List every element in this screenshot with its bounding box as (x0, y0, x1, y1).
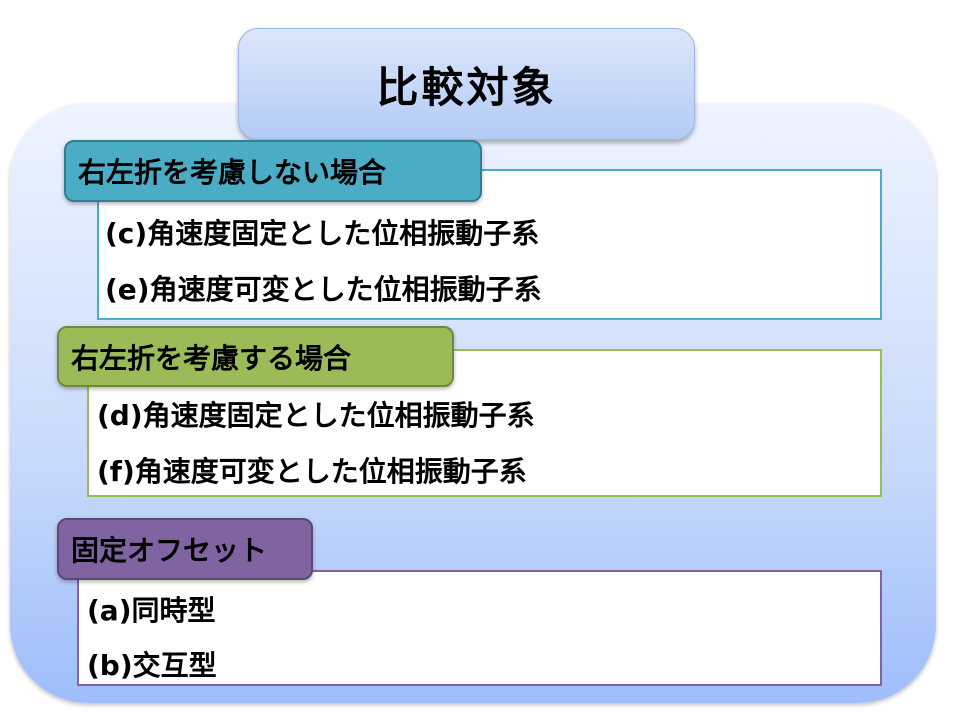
section-label-text: 右左折を考慮しない場合 (78, 156, 387, 189)
section-box-with-turn (87, 349, 882, 497)
section-label-text: 固定オフセット (71, 534, 268, 567)
list-item: (b)交互型 (87, 649, 217, 682)
section-label-text: 右左折を考慮する場合 (71, 341, 352, 375)
list-item: (e)角速度可変とした位相振動子系 (105, 273, 542, 306)
list-item: (c)角速度固定とした位相振動子系 (105, 217, 540, 250)
list-item: (a)同時型 (87, 594, 216, 627)
section-box-fixed-offset (77, 570, 882, 686)
slide-title: 比較対象 (376, 62, 557, 112)
list-item: (f)角速度可変とした位相振動子系 (97, 455, 527, 488)
section-label-fixed-offset: 固定オフセット (57, 518, 313, 580)
section-label-with-turn: 右左折を考慮する場合 (57, 326, 454, 387)
title-box: 比較対象 (238, 28, 695, 140)
section-label-no-turn: 右左折を考慮しない場合 (64, 140, 482, 202)
list-item: (d)角速度固定とした位相振動子系 (97, 399, 535, 432)
